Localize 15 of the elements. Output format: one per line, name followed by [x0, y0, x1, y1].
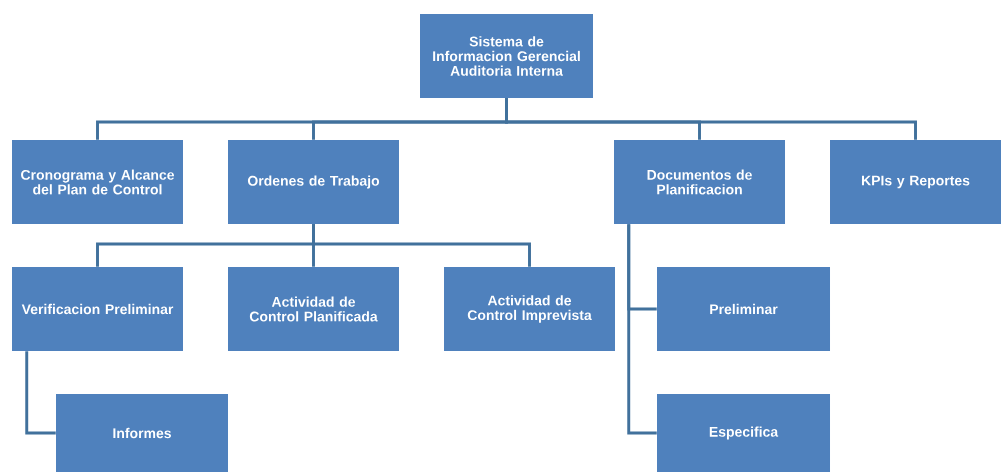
org-box: Documentos de Planificacion [614, 140, 785, 224]
org-box: Sistema de Informacion Gerencial Auditoria Interna [420, 14, 593, 98]
org-box: Actividad de Control Planificada [228, 267, 399, 351]
org-box: Cronograma y Alcance del Plan de Control [12, 140, 183, 224]
connector-line [312, 224, 531, 267]
connector-line [627, 224, 657, 435]
org-box: Verificacion Preliminar [12, 267, 183, 351]
org-box: Actividad de Control Imprevista [444, 267, 615, 351]
org-box: Informes [56, 394, 228, 472]
org-box: Preliminar [657, 267, 830, 351]
org-box: KPIs y Reportes [830, 140, 1001, 224]
connector-line [505, 98, 917, 140]
connector-line [25, 351, 56, 435]
org-box: Ordenes de Trabajo [228, 140, 399, 224]
org-box: Especifica [657, 394, 830, 472]
